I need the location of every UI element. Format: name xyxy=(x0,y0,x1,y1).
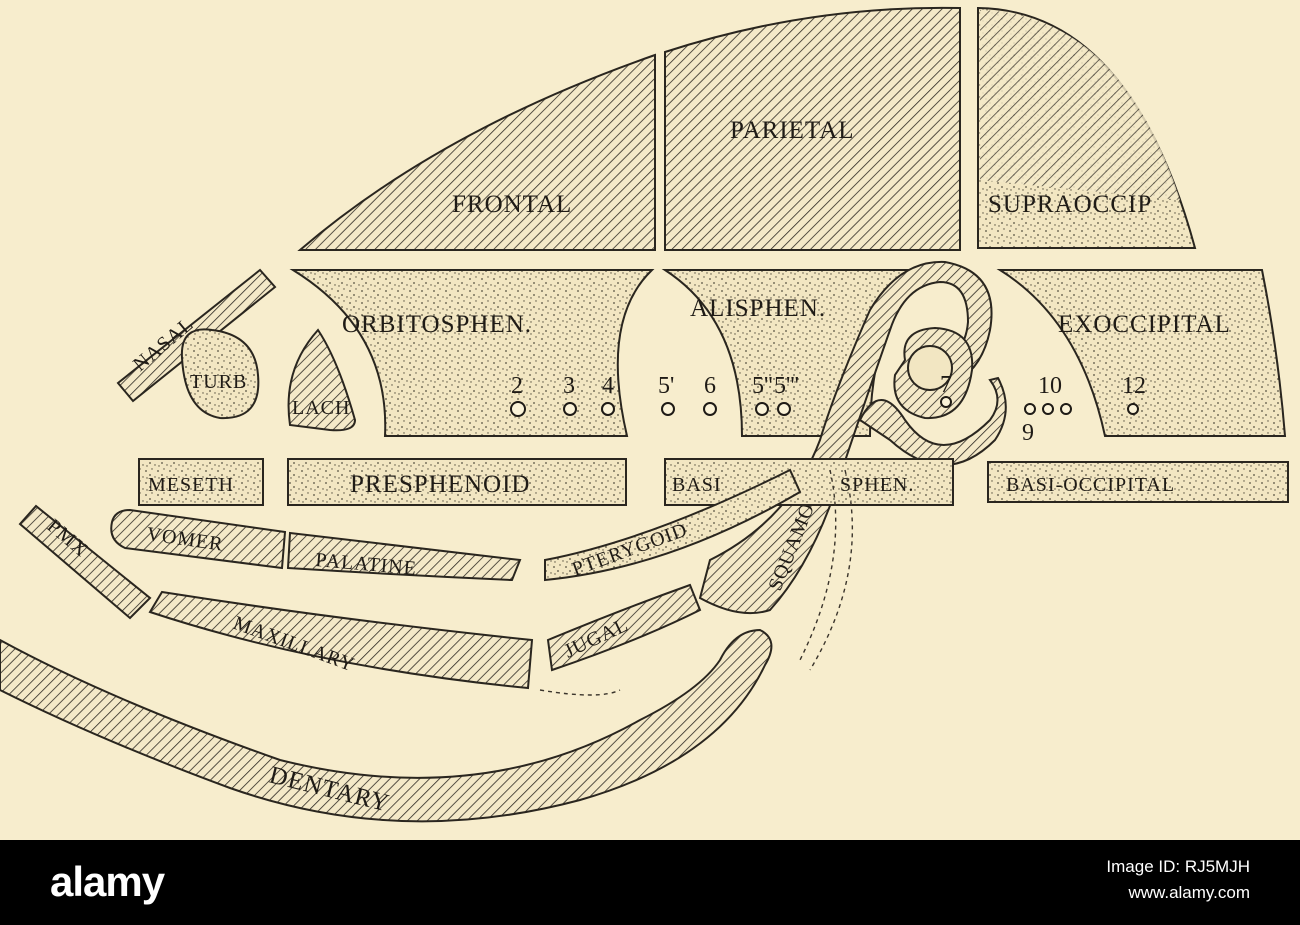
presphenoid-bone xyxy=(287,458,627,506)
foramen-3-label: 3 xyxy=(563,373,575,399)
foramen-6-label: 6 xyxy=(704,373,716,399)
image-id-block: Image ID: RJ5MJH www.alamy.com xyxy=(1106,854,1250,906)
foramen-5p-label: 5' xyxy=(658,373,674,399)
vomer-bone xyxy=(110,508,287,570)
foramen-5p xyxy=(661,402,675,416)
foramen-10-label: 10 xyxy=(1038,373,1062,399)
foramen-3 xyxy=(563,402,577,416)
supraoccipital-hatch xyxy=(980,10,1180,200)
orbitosphenoid-bone xyxy=(289,269,655,437)
lacrimal-bone xyxy=(287,328,357,432)
site-url: www.alamy.com xyxy=(1128,883,1250,902)
palatine-bone xyxy=(286,531,522,582)
foramen-4 xyxy=(601,402,615,416)
exoccipital-label: EXOCCIPITAL xyxy=(1058,311,1231,338)
frontal-label: FRONTAL xyxy=(452,191,572,218)
jugal-bone xyxy=(546,583,702,672)
foramina-group: 2 3 4 5' 6 5'' 5''' 7 10 9 12 xyxy=(510,372,1146,446)
presphenoid-label: PRESPHENOID xyxy=(350,471,530,498)
brand-logo: alamy xyxy=(50,858,165,905)
foramen-9a xyxy=(1024,403,1036,415)
image-id-label: Image ID: RJ5MJH xyxy=(1106,857,1250,876)
foramen-10 xyxy=(1042,403,1054,415)
turbinal-label: TURB xyxy=(190,371,247,393)
foramen-11 xyxy=(1060,403,1072,415)
supraoccipital-label: SUPRAOCCIP xyxy=(988,191,1152,218)
foramen-12-label: 12 xyxy=(1122,373,1146,399)
foramen-5ppp xyxy=(777,402,791,416)
basisphenoid-left-label: BASI xyxy=(672,474,722,496)
turbinal-bone xyxy=(180,328,260,420)
foramen-2 xyxy=(510,401,526,417)
basioccipital-bone xyxy=(987,461,1289,503)
foramen-5pp-label: 5'' xyxy=(752,373,773,399)
alisphenoid-label: ALISPHEN. xyxy=(690,295,826,322)
orbitosphenoid-label: ORBITOSPHEN. xyxy=(342,311,532,338)
foramen-5pp xyxy=(755,402,769,416)
foramen-7-label: 7 xyxy=(940,372,952,398)
squamosal-hook xyxy=(858,376,1007,466)
basisphenoid-bone xyxy=(664,458,954,506)
frontal-bone xyxy=(297,53,656,251)
lacrimal-label: LACH xyxy=(292,397,350,419)
squamosal-inner-circle xyxy=(907,345,953,391)
exoccipital-bone xyxy=(996,269,1287,437)
foramen-5ppp-label: 5''' xyxy=(774,373,799,399)
mesethmoid-bone xyxy=(138,458,264,506)
watermark-band: alamy Image ID: RJ5MJH www.alamy.com xyxy=(0,840,1300,925)
parietal-label: PARIETAL xyxy=(730,117,855,144)
parietal-bone xyxy=(664,6,961,251)
foramen-2-label: 2 xyxy=(511,373,523,399)
maxillary-bone xyxy=(148,590,534,690)
dentary-bone xyxy=(0,628,773,823)
basisphenoid-right-label: SPHEN. xyxy=(840,474,914,496)
skull-diagram: FRONTAL PARIETAL SUPRAOCCIP ORBITOSPHEN.… xyxy=(0,6,1289,823)
dashed-guide-2 xyxy=(809,469,853,671)
mesethmoid-label: MESETH xyxy=(148,474,234,496)
dashed-guide-3 xyxy=(539,689,621,696)
basioccipital-label: BASI-OCCIPITAL xyxy=(1006,474,1175,496)
premaxilla-bone xyxy=(18,504,152,620)
foramen-12 xyxy=(1127,403,1139,415)
foramen-6 xyxy=(703,402,717,416)
pterygoid-bone xyxy=(544,468,802,582)
foramen-9-label: 9 xyxy=(1022,420,1034,446)
dashed-guide-1 xyxy=(799,469,837,661)
foramen-7 xyxy=(940,396,952,408)
foramen-4-label: 4 xyxy=(602,373,614,399)
